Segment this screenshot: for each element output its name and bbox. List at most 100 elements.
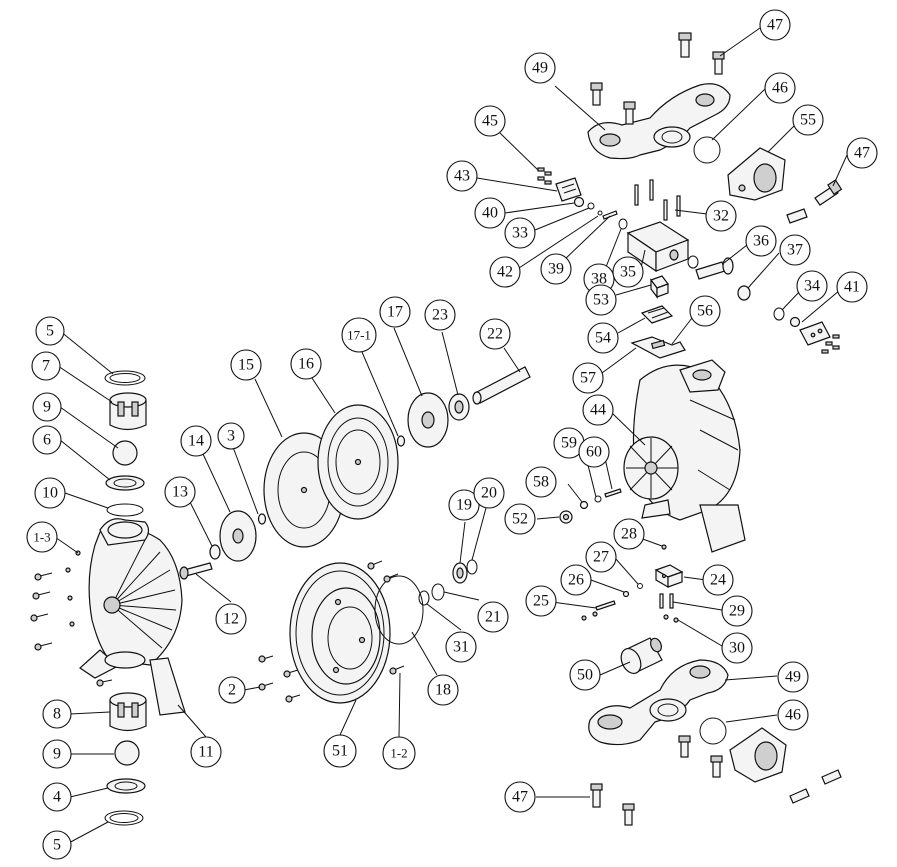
part-46-top-oring <box>693 136 721 164</box>
svg-text:52: 52 <box>512 511 528 528</box>
callout-9-bottom: 9 <box>42 739 72 769</box>
callout-2: 2 <box>218 676 246 704</box>
callout-50: 50 <box>569 659 601 691</box>
part-41-seal <box>789 316 801 328</box>
svg-text:6: 6 <box>43 432 51 449</box>
callout-31: 31 <box>445 631 477 663</box>
svg-text:38: 38 <box>591 271 607 288</box>
callout-6: 6 <box>32 425 62 455</box>
callout-30: 30 <box>721 632 753 664</box>
callout-11: 11 <box>190 736 222 768</box>
svg-text:11: 11 <box>198 744 213 761</box>
svg-text:16: 16 <box>298 356 314 373</box>
svg-text:47: 47 <box>512 789 528 806</box>
part-59-oring <box>594 495 602 503</box>
svg-text:27: 27 <box>593 549 609 566</box>
part-35-valve-block <box>626 221 690 273</box>
callout-1-2: 1-2 <box>382 736 416 770</box>
svg-text:46: 46 <box>772 80 788 97</box>
callout-26: 26 <box>560 564 592 596</box>
callout-21: 21 <box>477 601 509 633</box>
svg-text:7: 7 <box>42 358 50 375</box>
part-45-screws <box>537 167 552 185</box>
callout-17: 17 <box>379 296 411 328</box>
part-right-bolt-short <box>786 208 808 224</box>
part-18-oring <box>374 575 424 645</box>
callout-5-top: 5 <box>35 316 65 346</box>
svg-text:20: 20 <box>481 485 497 502</box>
part-1-3-bolts <box>30 550 113 687</box>
svg-text:42: 42 <box>497 264 513 281</box>
svg-text:60: 60 <box>586 444 602 461</box>
svg-text:23: 23 <box>432 307 448 324</box>
svg-text:53: 53 <box>593 292 609 309</box>
callout-27: 27 <box>585 541 617 573</box>
callout-55: 55 <box>792 104 824 136</box>
svg-text:56: 56 <box>697 303 713 320</box>
callout-59: 59 <box>553 427 585 459</box>
part-52-fitting <box>559 510 573 524</box>
callout-34: 34 <box>796 270 828 302</box>
svg-text:35: 35 <box>620 264 636 281</box>
part-1-2-bolts <box>367 560 405 675</box>
part-57-plate <box>630 336 686 359</box>
svg-text:40: 40 <box>482 205 498 222</box>
callout-20: 20 <box>473 477 505 509</box>
callout-17-1: 17-1 <box>341 317 377 353</box>
part-36-spool <box>695 257 734 280</box>
part-46-bottom-oring <box>699 717 727 745</box>
svg-text:36: 36 <box>753 233 769 250</box>
callout-49-bottom: 49 <box>777 661 809 693</box>
svg-text:43: 43 <box>454 168 470 185</box>
part-54-gasket <box>640 305 674 324</box>
callout-57: 57 <box>572 362 604 394</box>
callout-12: 12 <box>215 603 247 635</box>
svg-text:55: 55 <box>800 112 816 129</box>
svg-text:45: 45 <box>482 113 498 130</box>
part-17-inner-plate <box>407 392 449 448</box>
svg-text:46: 46 <box>785 707 801 724</box>
svg-text:32: 32 <box>713 208 729 225</box>
callout-44: 44 <box>582 394 614 426</box>
callout-33: 33 <box>504 217 536 249</box>
left-fluid-chamber-group <box>30 370 186 826</box>
part-9-ball-bottom <box>114 740 140 766</box>
svg-text:25: 25 <box>533 593 549 610</box>
part-55-elbow <box>727 147 786 201</box>
callout-15: 15 <box>230 349 262 381</box>
svg-text:58: 58 <box>533 474 549 491</box>
part-3-washer <box>257 513 267 525</box>
callout-41: 41 <box>836 271 868 303</box>
callout-18: 18 <box>427 674 459 706</box>
part-37-oring <box>737 285 751 301</box>
svg-text:18: 18 <box>435 682 451 699</box>
svg-text:31: 31 <box>453 639 469 656</box>
part-7-valve-seat <box>109 392 147 431</box>
part-40-seal <box>573 196 585 208</box>
callout-8: 8 <box>42 699 72 729</box>
callout-29: 29 <box>721 595 753 627</box>
svg-text:22: 22 <box>487 326 503 343</box>
svg-text:17-1: 17-1 <box>347 328 371 343</box>
part-60-pin <box>604 488 622 498</box>
svg-text:49: 49 <box>785 669 801 686</box>
callout-37: 37 <box>779 234 811 266</box>
part-25-screws <box>581 600 616 621</box>
part-20-oring <box>466 559 478 575</box>
part-47-top-bolts <box>590 32 725 125</box>
svg-text:28: 28 <box>621 526 637 543</box>
part-10-oring <box>106 503 144 517</box>
callout-3: 3 <box>217 422 245 450</box>
callout-24: 24 <box>702 564 734 596</box>
part-11-fluid-chamber <box>79 518 186 716</box>
svg-text:49: 49 <box>532 60 548 77</box>
center-shaft-parts-left <box>179 510 267 580</box>
part-51-air-cover <box>289 562 391 704</box>
callout-13: 13 <box>164 476 196 508</box>
callout-28: 28 <box>613 518 645 550</box>
svg-text:54: 54 <box>595 330 611 347</box>
part-32-bolts <box>634 179 681 221</box>
part-39-pin <box>602 210 618 220</box>
part-53-block <box>650 275 669 299</box>
